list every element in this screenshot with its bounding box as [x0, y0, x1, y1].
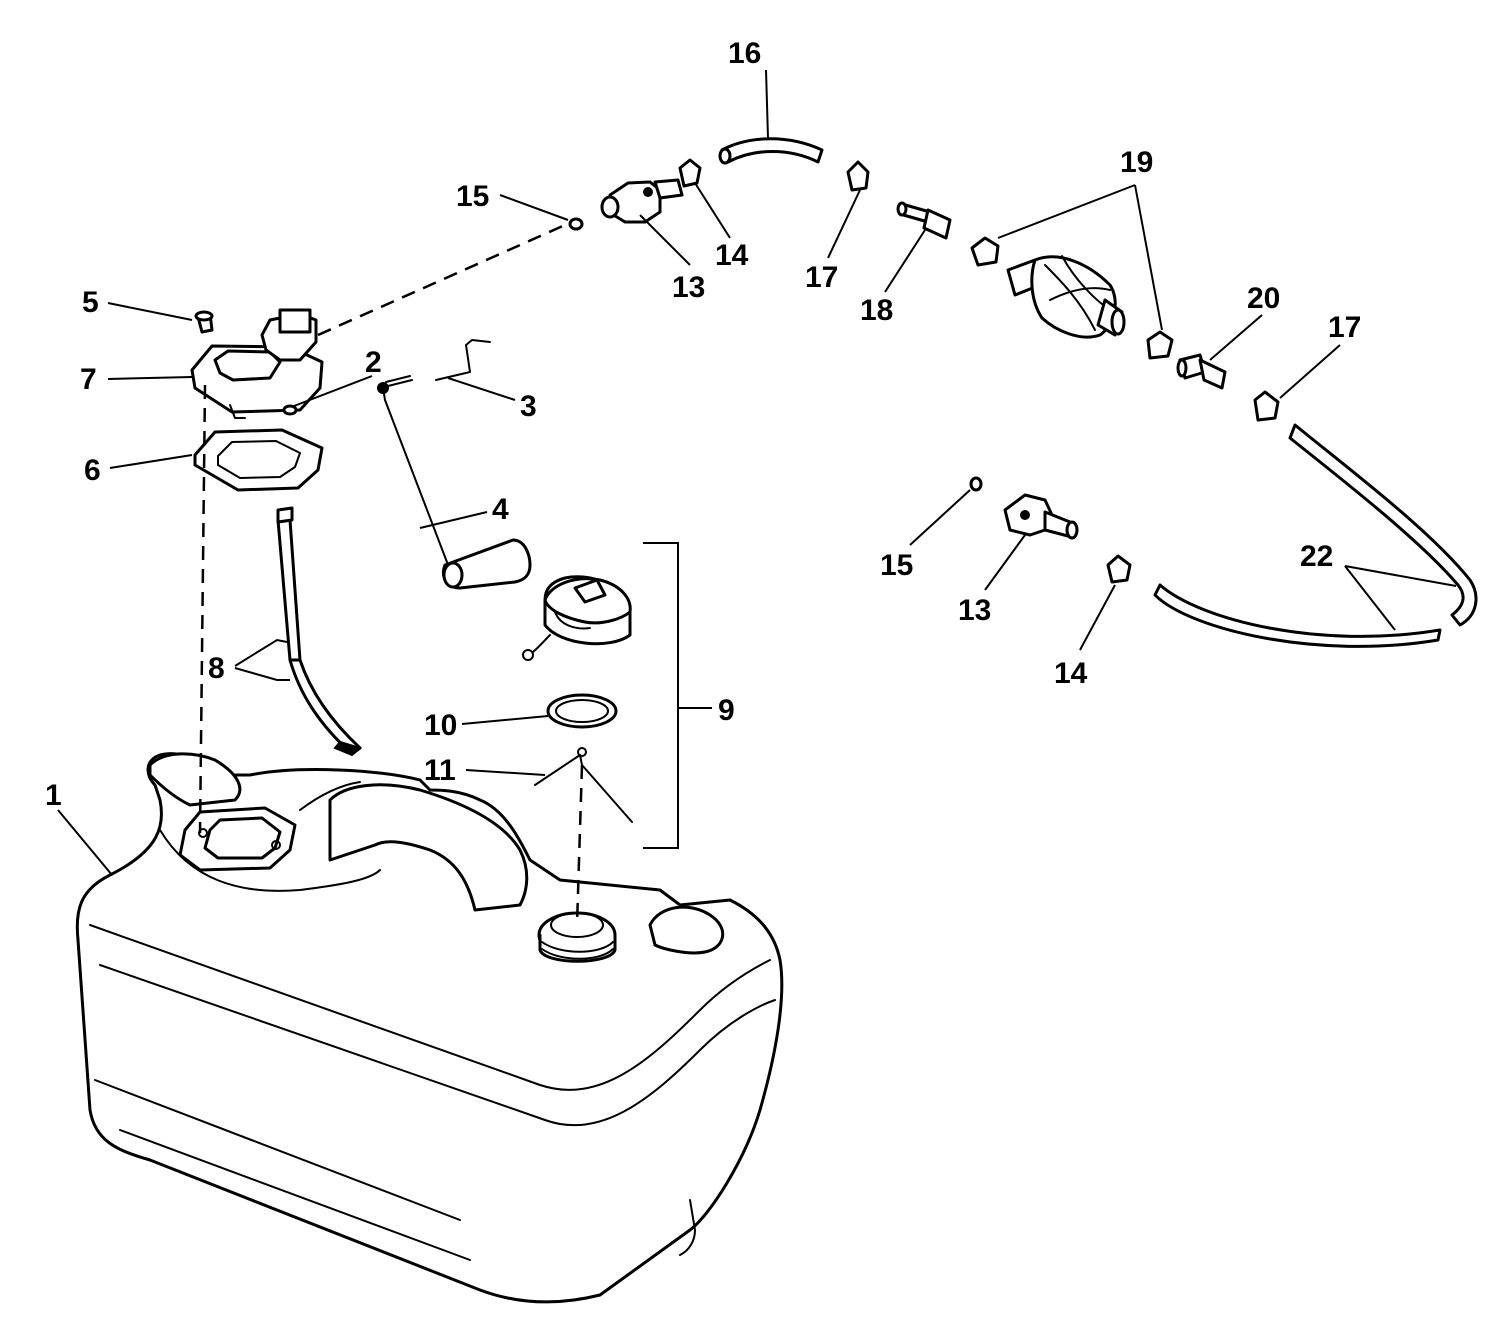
- callout-5: 5: [82, 286, 99, 319]
- callout-18: 18: [860, 294, 893, 327]
- group-bracket: [643, 542, 679, 849]
- callout-1: 1: [45, 779, 62, 812]
- o-ring: [568, 217, 584, 231]
- callout-9: 9: [718, 694, 735, 727]
- callout-7: 7: [80, 363, 97, 396]
- cap-gasket: [546, 693, 618, 729]
- fuel-gauge-sender-base: [190, 308, 324, 419]
- filler-cap: [522, 575, 632, 661]
- callout-15: 15: [456, 180, 489, 213]
- fuel-connector: [1003, 493, 1079, 540]
- assembly-line: [575, 764, 584, 926]
- hose-fitting: [1176, 353, 1227, 390]
- callout-19: 19: [1120, 146, 1153, 179]
- hose-clamp: [678, 158, 702, 188]
- callout-3: 3: [520, 390, 537, 423]
- callout-13: 13: [672, 271, 705, 304]
- leader-lines: [57, 69, 1457, 876]
- callout-17: 17: [805, 261, 838, 294]
- float-arm-assembly: [377, 375, 532, 590]
- callout-20: 20: [1247, 282, 1280, 315]
- short-fuel-hose: [718, 137, 824, 165]
- hose-clamp: [970, 236, 1000, 267]
- hose-clamp: [1106, 554, 1132, 584]
- callout-15: 15: [880, 549, 913, 582]
- callout-17: 17: [1328, 311, 1361, 344]
- assembly-line: [198, 384, 207, 834]
- callout-14: 14: [1054, 657, 1088, 690]
- o-ring: [969, 476, 983, 492]
- sender-clip: [435, 339, 491, 381]
- sender-gasket: [193, 428, 324, 492]
- callout-6: 6: [84, 454, 101, 487]
- long-fuel-hose: [1153, 423, 1478, 648]
- callout-16: 16: [728, 37, 761, 70]
- fuel-tank: [75, 752, 784, 1304]
- callout-10: 10: [424, 709, 457, 742]
- callout-2: 2: [365, 346, 382, 379]
- hose-clamp: [1146, 330, 1174, 360]
- fuel-connector: [600, 178, 684, 224]
- sender-screw: [194, 310, 214, 334]
- primer-bulb: [1006, 255, 1126, 339]
- hose-fitting: [896, 201, 952, 240]
- callout-22: 22: [1300, 540, 1333, 573]
- callout-13: 13: [958, 594, 991, 627]
- assembly-line: [317, 223, 566, 337]
- callout-14: 14: [715, 239, 749, 272]
- hose-clamp: [1253, 390, 1280, 422]
- cap-retainer: [534, 747, 633, 823]
- callout-labels: 1 2 3 4 5 6 7 8 9 10 11 13 13 14 14 15 1…: [45, 37, 1361, 812]
- callout-11: 11: [424, 754, 456, 787]
- callout-8: 8: [208, 652, 225, 685]
- fuel-pickup-tube: [276, 506, 363, 757]
- o-ring: [282, 404, 298, 416]
- callout-4: 4: [492, 493, 509, 526]
- hose-clamp: [846, 160, 870, 192]
